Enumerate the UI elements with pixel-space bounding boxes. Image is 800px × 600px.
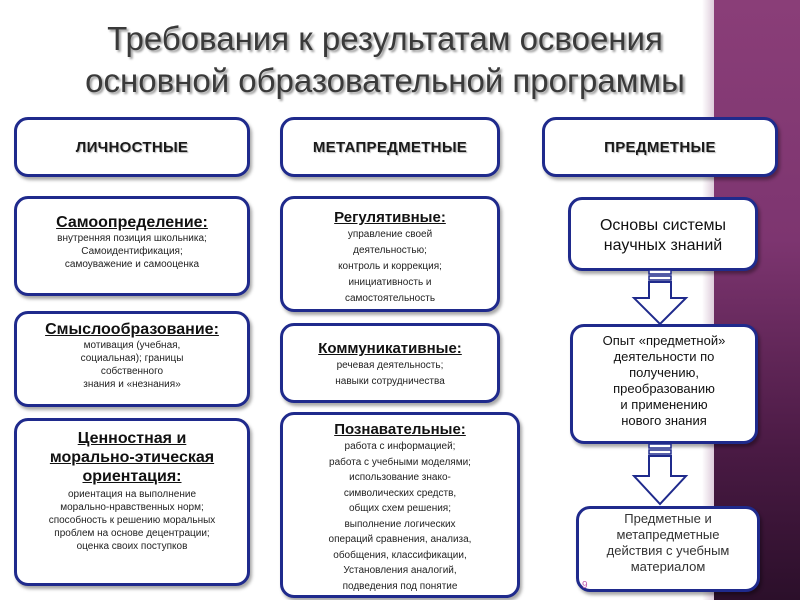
text-line: самоуважение и самооценка <box>64 259 200 270</box>
text-line: Самоидентификация; <box>81 246 183 257</box>
text-line: работа с учебными моделями; <box>329 456 471 468</box>
title-line-1: Требования к результатам освоения <box>107 20 663 57</box>
text-line: проблем на основе децентрации; <box>54 528 210 539</box>
text-line: морально-нравственных норм; <box>60 502 204 513</box>
subject-actions-box: Предметные и метапредметные действия с у… <box>576 506 760 592</box>
meta-box-3-title: Познавательные: <box>334 421 466 438</box>
title-line-2: основной образовательной программы <box>85 62 685 99</box>
title-line: Ценностная и <box>77 430 187 447</box>
text-line: символических средств, <box>343 487 457 499</box>
personal-self-determination-box: Самоопределение: внутренняя позиция школ… <box>14 196 250 296</box>
personal-box-3-text: ориентация на выполнение морально-нравст… <box>17 488 247 553</box>
meta-box-3-text: работа с информацией; работа с учебными … <box>283 439 517 594</box>
text-line: научных знаний <box>603 237 723 254</box>
text-line: операций сравнения, анализа, <box>328 534 472 545</box>
subject-experience-box: Опыт «предметной» деятельности по получе… <box>570 324 758 444</box>
meta-box-1-text: управление своей деятельностью; контроль… <box>283 227 497 307</box>
title-line: морально-этическая <box>49 449 215 466</box>
text-line: навыки сотрудничества <box>335 376 445 387</box>
text-line: выполнение логических <box>344 518 456 530</box>
page-number: 9 <box>582 580 588 591</box>
text-line: мотивация (учебная, <box>83 340 181 351</box>
personal-box-2-text: мотивация (учебная, социальная); границы… <box>17 339 247 391</box>
decorative-side-band <box>702 0 800 600</box>
text-line: самостоятельность <box>344 293 436 304</box>
meta-regulative-box: Регулятивные: управление своей деятельно… <box>280 196 500 312</box>
meta-box-1-title: Регулятивные: <box>334 209 446 226</box>
text-line: управление своей <box>347 229 433 240</box>
text-line: преобразованию <box>613 381 715 396</box>
header-personal: ЛИЧНОСТНЫЕ <box>14 117 250 177</box>
text-line: внутренняя позиция школьника; <box>57 233 207 244</box>
text-line: общих схем решения; <box>349 503 451 514</box>
text-line: собственного <box>100 366 164 377</box>
text-line: Основы системы <box>599 217 727 234</box>
down-arrow-icon <box>631 443 689 506</box>
header-meta: МЕТАПРЕДМЕТНЫЕ <box>280 117 500 177</box>
text-line: знания и «незнания» <box>83 379 181 390</box>
text-line: социальная); границы <box>80 353 184 364</box>
subject-box-1-text: Основы системы научных знаний <box>571 216 755 256</box>
text-line: оценка своих поступков <box>76 541 188 552</box>
personal-meaning-formation-box: Смыслообразование: мотивация (учебная, с… <box>14 311 250 407</box>
text-line: нового знания <box>621 413 707 428</box>
header-subject: ПРЕДМЕТНЫЕ <box>542 117 778 177</box>
subject-scientific-knowledge-box: Основы системы научных знаний <box>568 197 758 271</box>
personal-box-1-text: внутренняя позиция школьника; Самоиденти… <box>17 232 247 271</box>
meta-box-2-title: Коммуникативные: <box>318 340 462 357</box>
text-line: Опыт «предметной» <box>602 333 726 348</box>
text-line: способность к решению моральных <box>48 515 216 526</box>
text-line: подведения под понятие <box>342 580 458 592</box>
meta-box-2-text: речевая деятельность; навыки сотрудничес… <box>283 358 497 390</box>
text-line: использование знако- <box>349 472 451 483</box>
header-subject-label: ПРЕДМЕТНЫЕ <box>604 138 716 156</box>
meta-communicative-box: Коммуникативные: речевая деятельность; н… <box>280 323 500 403</box>
header-meta-label: МЕТАПРЕДМЕТНЫЕ <box>312 138 468 156</box>
text-line: деятельности по <box>613 349 715 364</box>
personal-box-1-title: Самоопределение: <box>56 214 208 231</box>
slide-title: Требования к результатам освоения основн… <box>40 18 730 102</box>
meta-cognitive-box: Познавательные: работа с информацией; ра… <box>280 412 520 598</box>
text-line: контроль и коррекция; <box>338 261 442 272</box>
text-line: получению, <box>629 365 699 380</box>
text-line: метапредметные <box>616 527 720 542</box>
text-line: и применению <box>620 397 708 412</box>
text-line: материалом <box>630 559 706 574</box>
personal-box-3-title: Ценностная и морально-этическая ориентац… <box>17 429 247 486</box>
header-personal-label: ЛИЧНОСТНЫЕ <box>75 138 189 156</box>
text-line: деятельностью; <box>353 245 427 256</box>
text-line: Установления аналогий, <box>343 565 457 576</box>
title-line: ориентация: <box>82 468 182 485</box>
text-line: инициативность и <box>348 277 432 288</box>
text-line: речевая деятельность; <box>336 360 444 371</box>
text-line: действия с учебным <box>606 543 730 558</box>
text-line: работа с информацией; <box>344 441 456 452</box>
personal-box-2-title: Смыслообразование: <box>45 321 219 338</box>
down-arrow-icon <box>631 269 689 326</box>
text-line: обобщения, классификации, <box>333 549 467 561</box>
personal-value-orientation-box: Ценностная и морально-этическая ориентац… <box>14 418 250 586</box>
text-line: ориентация на выполнение <box>67 489 197 500</box>
text-line: Предметные и <box>624 511 712 526</box>
